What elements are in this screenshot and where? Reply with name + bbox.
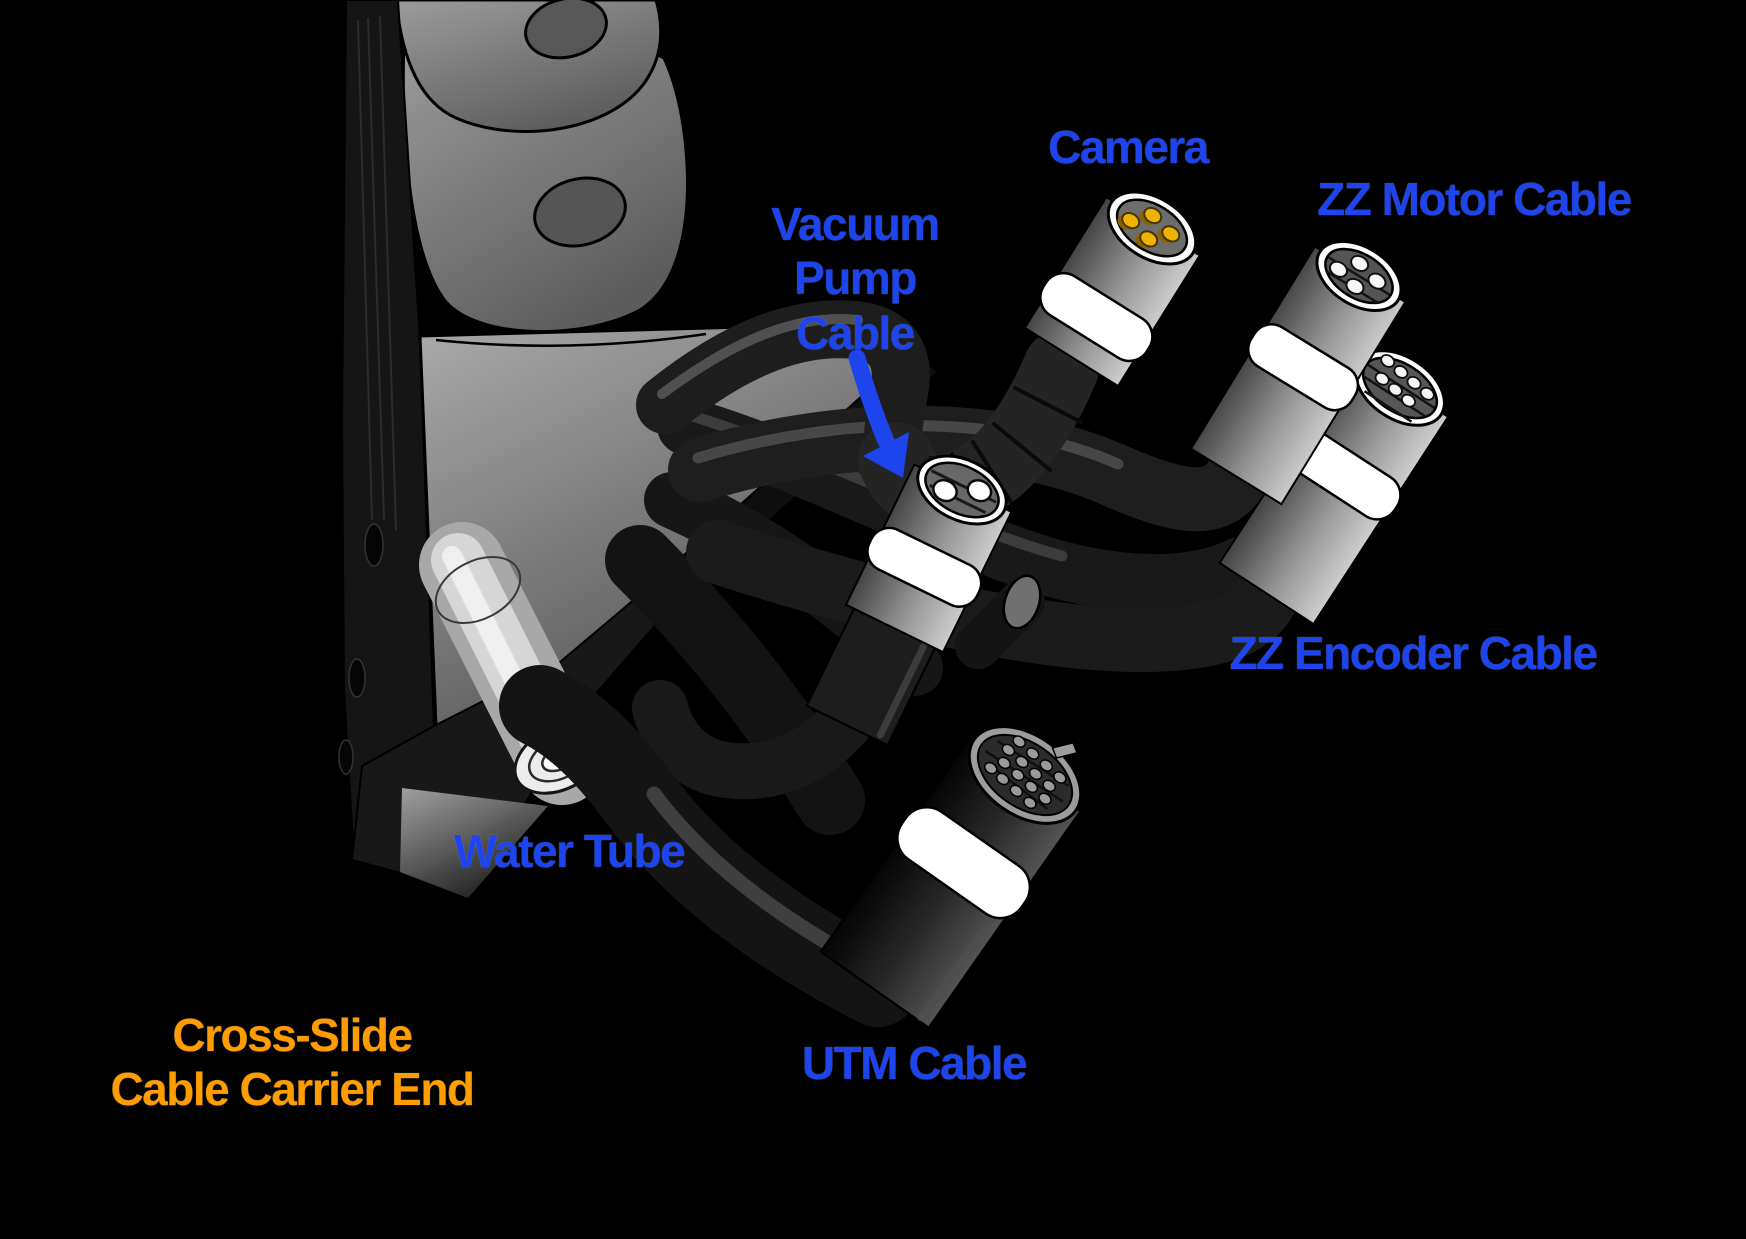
label-line: Cable Carrier End: [110, 1063, 475, 1116]
utm-connector: [819, 725, 1083, 1029]
camera-pins-gold: [1117, 206, 1181, 249]
camera-cable: [636, 300, 930, 483]
utm-keyway-notch: [1051, 741, 1079, 759]
carrier-link-hole: [524, 0, 608, 60]
label-cross-slide-cable-carrier-end: Cross-Slide Cable Carrier End: [110, 1008, 475, 1117]
zz-encoder-connector: [1218, 349, 1450, 626]
rail-hole: [338, 739, 354, 775]
cable-carrier-chain: [338, 0, 689, 863]
label-line: Pump: [794, 252, 917, 305]
connector-ring: [866, 526, 983, 608]
vacuum-pump-connector: [805, 454, 1013, 747]
camera-connector: [1023, 190, 1202, 388]
camera-cable-sheen: [657, 314, 863, 399]
label-utm-cable: UTM Cable: [801, 1037, 1028, 1089]
label-zz-encoder-cable: ZZ Encoder Cable: [1229, 627, 1598, 679]
zz-encoder-cable: [686, 520, 1302, 673]
label-line: Cross-Slide: [172, 1009, 413, 1061]
utm-pins: [983, 735, 1067, 810]
rail-hole: [364, 523, 384, 567]
cable-stub: [955, 574, 1045, 669]
connector-ring: [896, 805, 1032, 920]
rail-hole: [348, 658, 366, 698]
vacuum-pump-cable: [632, 680, 880, 800]
label-zz-motor-cable: ZZ Motor Cable: [1317, 173, 1632, 225]
motor-pins: [1328, 254, 1387, 296]
rail-ridges: [357, 15, 397, 531]
label-line: Vacuum: [771, 198, 940, 250]
plate-link-seam: [435, 332, 707, 348]
label-water-tube: Water Tube: [453, 825, 686, 877]
label-line: Cable: [796, 306, 915, 359]
carrier-link-hole: [533, 176, 627, 248]
utm-cable: [499, 665, 919, 1027]
motor-cable-sheen: [692, 420, 1124, 470]
vacuum-pump-arrow: [848, 349, 909, 478]
label-vacuum-pump-cable: Vacuum Pump Cable: [771, 197, 940, 360]
connector-ring: [1247, 323, 1360, 412]
encoder-pins: [1374, 354, 1435, 408]
vacuum-pins: [932, 478, 993, 503]
flange-highlight: [400, 788, 548, 898]
zz-motor-connector: [1189, 240, 1407, 506]
zz-motor-cable: [668, 405, 1272, 532]
label-camera: Camera: [1048, 121, 1209, 173]
connector-ring: [1039, 271, 1154, 363]
